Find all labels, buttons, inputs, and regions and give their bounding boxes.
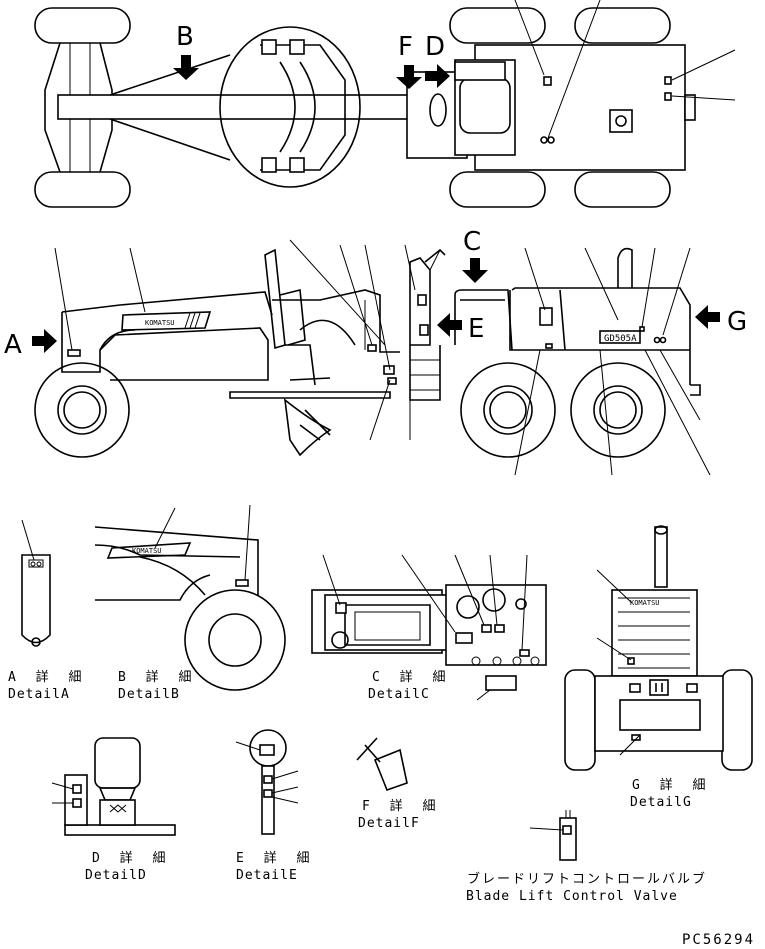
top-view — [34, 0, 736, 208]
detail-A-jp: A 詳 細 — [8, 669, 87, 685]
arrow-B-group: B — [173, 22, 199, 80]
detail-C-jp: C 詳 細 — [372, 669, 451, 685]
detail-F-en: DetailF — [358, 816, 420, 831]
detail-D-en: DetailD — [85, 868, 147, 883]
detail-D: D 詳 細 DetailD — [51, 737, 176, 883]
detail-F-jp: F 詳 細 — [362, 798, 441, 814]
detail-D-jp: D 詳 細 — [92, 850, 171, 866]
arrow-label-D: D — [425, 32, 445, 62]
detail-E: E 詳 細 DetailE — [235, 729, 315, 883]
detail-C-en: DetailC — [368, 687, 430, 702]
detail-C: C 詳 細 DetailC — [311, 554, 547, 702]
detail-B-en: DetailB — [118, 687, 180, 702]
detail-B: KOMATSU B 詳 細 DetailB — [94, 504, 286, 702]
arrow-C-group: C — [462, 227, 488, 283]
logo-komatsu-side: KOMATSU — [145, 319, 175, 327]
detail-A: A 詳 細 DetailA — [8, 519, 87, 702]
logo-komatsu-detail-b: KOMATSU — [132, 547, 162, 555]
detail-E-jp: E 詳 細 — [236, 850, 315, 866]
detail-E-en: DetailE — [236, 868, 298, 883]
side-view: KOMATSU GD505A — [34, 239, 711, 476]
arrow-G-group: G — [695, 305, 747, 337]
arrow-E-group: E — [437, 313, 484, 344]
arrow-D-group: D — [425, 32, 450, 88]
detail-A-en: DetailA — [8, 687, 70, 702]
arrow-label-C: C — [463, 227, 481, 257]
detail-G: KOMATSU G 詳 細 DetailG — [564, 525, 753, 810]
model-plate: GD505A — [604, 334, 637, 344]
drawing-code: PC56294 — [682, 932, 755, 948]
arrow-A-group: A — [4, 329, 57, 360]
detail-G-jp: G 詳 細 — [632, 777, 711, 793]
logo-komatsu-detail-g: KOMATSU — [630, 599, 660, 607]
arrow-label-A: A — [4, 330, 22, 360]
blade-valve-jp: ブレードリフトコントロールバルブ — [467, 871, 707, 887]
arrow-F-group: F — [396, 32, 422, 89]
detail-G-en: DetailG — [630, 795, 692, 810]
arrow-label-E: E — [468, 314, 484, 344]
blade-lift-control-valve: ブレードリフトコントロールバルブ Blade Lift Control Valv… — [466, 810, 707, 904]
detail-B-jp: B 詳 細 — [118, 669, 197, 685]
arrow-label-G: G — [727, 307, 747, 337]
arrow-label-F: F — [398, 32, 413, 62]
detail-F: F 詳 細 DetailF — [356, 737, 441, 831]
arrow-label-B: B — [176, 22, 194, 52]
blade-valve-en: Blade Lift Control Valve — [466, 889, 678, 904]
